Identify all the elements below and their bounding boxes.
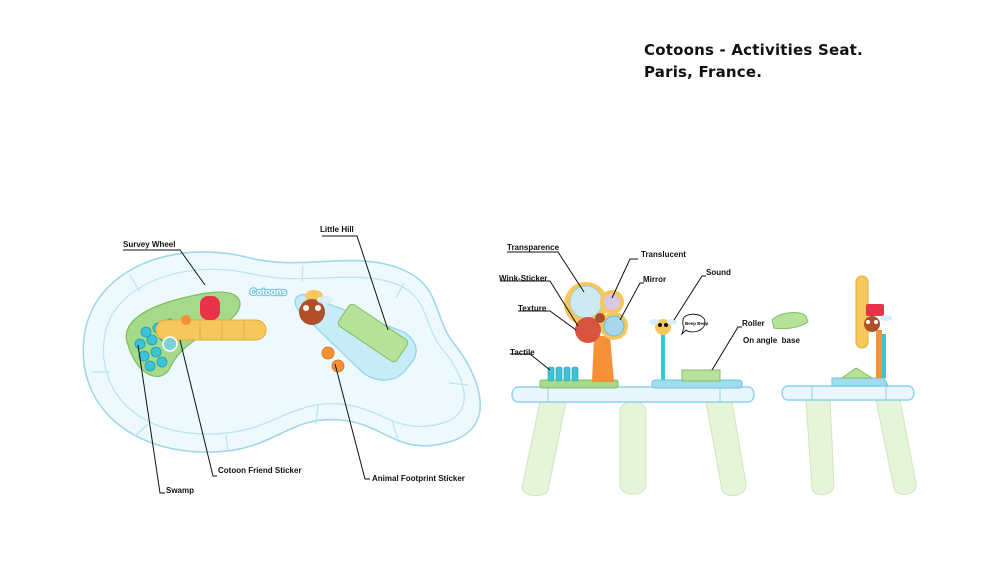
little-hill xyxy=(337,303,409,363)
label-translucent: Translucent xyxy=(641,250,686,259)
label-transparence: Transparence xyxy=(507,243,560,252)
side-view xyxy=(781,275,917,495)
label-survey-wheel: Survey Wheel xyxy=(123,240,175,249)
roller-block xyxy=(681,369,721,382)
front-tabletop xyxy=(511,386,755,403)
front-view-leaders xyxy=(500,251,742,371)
side-angle-base xyxy=(831,377,889,387)
title-line-1: Cotoons - Activities Seat. xyxy=(644,41,863,59)
sound-post xyxy=(661,330,665,380)
flower-cluster xyxy=(564,282,628,343)
label-tactile: Tactile xyxy=(510,348,535,357)
label-mirror: Mirror xyxy=(643,275,666,284)
side-bee xyxy=(864,315,892,332)
friend-sticker-dot xyxy=(181,315,191,325)
label-cotoon-friend-sticker: Cotoon Friend Sticker xyxy=(218,466,302,475)
label-little-hill: Little Hill xyxy=(320,225,354,234)
front-view: Beep Beep Transparence Translucent Wink-… xyxy=(499,243,809,497)
side-orange-post xyxy=(876,330,882,378)
roller-icon xyxy=(771,312,809,330)
red-knob xyxy=(200,296,220,320)
tactile-pegs xyxy=(547,366,579,382)
sound-bubble-text: Beep Beep xyxy=(685,321,709,326)
side-tabletop xyxy=(781,385,915,401)
brand-label: Cotoons xyxy=(250,287,287,297)
front-bee xyxy=(649,319,677,335)
sound-bubble: Beep Beep xyxy=(681,313,709,336)
top-view-leaders xyxy=(123,235,389,494)
page-title: Cotoons - Activities Seat. Paris, France… xyxy=(644,39,974,83)
label-roller: Roller xyxy=(742,319,765,328)
title-line-2: Paris, France. xyxy=(644,63,763,81)
label-sound: Sound xyxy=(706,268,731,277)
side-hill xyxy=(840,367,874,379)
label-on-angle-base: On angle base xyxy=(743,336,800,345)
side-legs xyxy=(805,399,917,495)
side-blue-post xyxy=(882,334,886,378)
front-legs xyxy=(521,401,747,497)
tree-trunk xyxy=(592,336,614,382)
tray-segment-lines xyxy=(92,264,469,453)
side-red-knob xyxy=(866,304,884,316)
bee-character xyxy=(299,290,333,325)
footprint-stickers xyxy=(321,346,345,373)
top-view: Cotoons S xyxy=(82,225,482,495)
roller-ridges xyxy=(199,321,245,339)
label-wink-sticker: Wink-Sticker xyxy=(499,274,547,283)
label-texture: Texture xyxy=(518,304,547,313)
friend-sticker xyxy=(162,336,178,352)
label-animal-footprint-sticker: Animal Footprint Sticker xyxy=(372,474,465,483)
label-swamp: Swamp xyxy=(166,486,194,495)
